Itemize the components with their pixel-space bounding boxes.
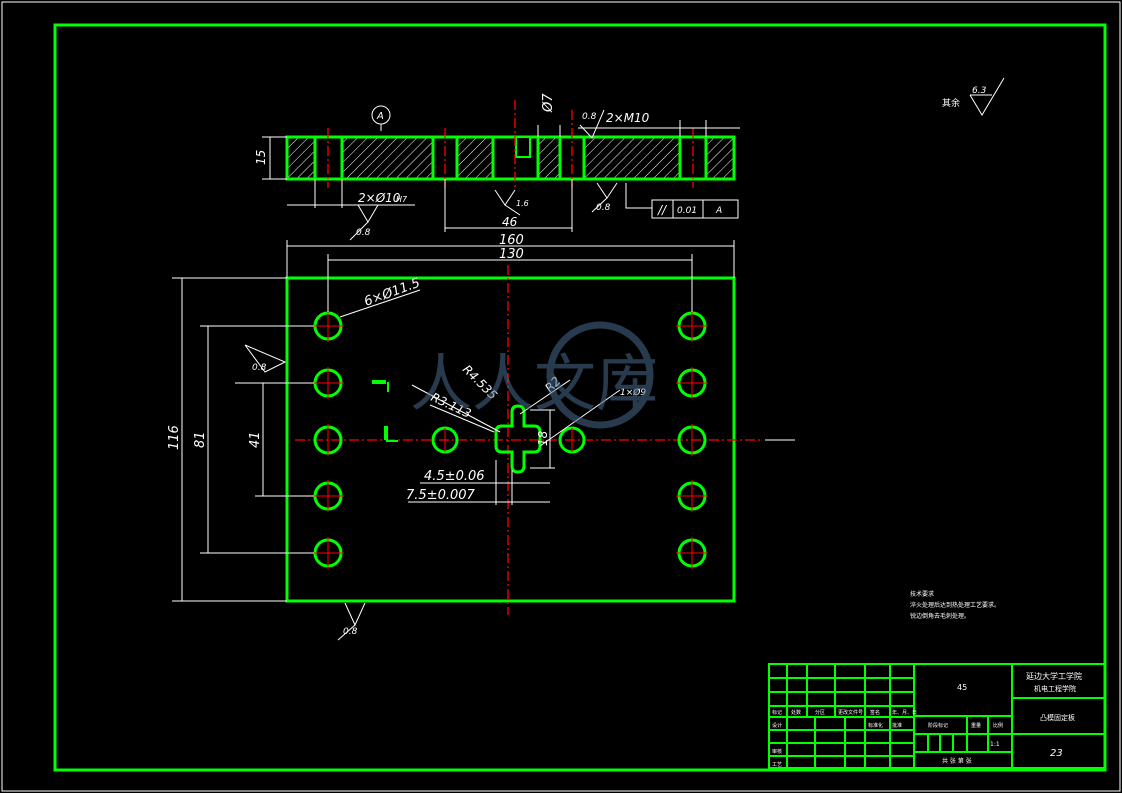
dim-width-46: 46 — [502, 215, 518, 229]
dim-thickness: 15 — [254, 150, 268, 165]
svg-text:6.3: 6.3 — [972, 86, 987, 96]
dim-holes: 6×Ø11.5 — [362, 276, 422, 310]
rough-thread: 0.8 — [582, 112, 597, 122]
tb-dept: 机电工程学院 — [1034, 684, 1076, 693]
tb-drawing-no: 23 — [1050, 748, 1063, 759]
rough-bottom-section: 0.8 — [596, 203, 611, 213]
dim-holes-tol: H7 — [396, 195, 408, 204]
svg-text:更改文件号: 更改文件号 — [838, 709, 863, 716]
sheet-frame — [53, 23, 1107, 772]
rough-holes: 0.8 — [356, 228, 371, 238]
tb-sheet: 共 张 第 张 — [942, 757, 972, 765]
tb-part-name: 凸模固定板 — [1040, 713, 1075, 722]
section-pin-slot — [515, 136, 531, 158]
dim-thread: 2×M10 — [606, 111, 650, 125]
svg-text:签名: 签名 — [870, 709, 880, 716]
svg-text:设计: 设计 — [772, 722, 782, 729]
roughness-note: 其余 6.3 — [942, 77, 1005, 116]
svg-text:工艺: 工艺 — [772, 762, 782, 768]
tol-ref: A — [715, 206, 722, 216]
tol-symbol: // — [657, 203, 668, 217]
svg-text:标准化: 标准化 — [868, 722, 883, 729]
dim-dia-top: Ø7 — [541, 93, 556, 113]
tb-material: 45 — [957, 683, 967, 692]
dim-hole-note: 1×Ø9 — [620, 387, 646, 398]
tol-value: 0.01 — [677, 206, 697, 216]
svg-text:标记: 标记 — [772, 709, 782, 716]
dim-tol-a: 4.5±0.06 — [424, 469, 485, 484]
svg-text:阶段标记: 阶段标记 — [928, 722, 948, 729]
rough-bottom-plan: 0.8 — [343, 627, 358, 637]
tb-school: 延边大学工学院 — [1026, 671, 1082, 681]
rough-side: 0.8 — [252, 363, 267, 373]
dim-overall-width: 160 — [499, 233, 524, 248]
watermark: 人人文库 — [410, 321, 658, 429]
svg-text:年、月、日: 年、月、日 — [892, 709, 917, 716]
svg-text:审核: 审核 — [772, 748, 782, 755]
dim-holes-dia: 2×Ø10 — [358, 191, 401, 205]
dim-tol-b: 7.5±0.007 — [406, 488, 476, 503]
section-view: 15 A Ø7 2×M10 0.8 2×Ø10 H7 0.8 46 1.6 0.… — [254, 93, 740, 241]
plan-view: 160 130 116 81 41 6×Ø11.5 R4.535 R3.113 … — [167, 233, 795, 641]
dim-height: 116 — [167, 425, 182, 450]
svg-text:锐边倒角去毛刺处理。: 锐边倒角去毛刺处理。 — [910, 612, 970, 620]
tech-notes: 技术要求 淬火处理后达到热处理工艺要求。 锐边倒角去毛刺处理。 — [910, 590, 1000, 620]
tb-scale: 1:1 — [990, 741, 1000, 748]
dim-hole-span: 130 — [499, 247, 524, 262]
dim-hole-span-v: 81 — [193, 431, 208, 448]
svg-text:人人文库: 人人文库 — [410, 347, 658, 420]
dim-slot-h: 18 — [536, 430, 550, 446]
svg-text:处数: 处数 — [791, 709, 801, 716]
dim-pitch-v: 41 — [248, 431, 263, 448]
title-block: 45 延边大学工学院 机电工程学院 凸模固定板 23 1:1 共 张 第 张 标… — [768, 663, 1106, 769]
svg-text:淬火处理后达到热处理工艺要求。: 淬火处理后达到热处理工艺要求。 — [910, 601, 1000, 609]
svg-text:分区: 分区 — [815, 709, 825, 716]
svg-text:比例: 比例 — [993, 722, 1003, 729]
svg-text:批准: 批准 — [892, 722, 902, 729]
svg-text:其余: 其余 — [942, 97, 960, 109]
svg-text:重量: 重量 — [971, 722, 981, 729]
datum-label: A — [376, 111, 384, 122]
rough-46: 1.6 — [516, 199, 529, 208]
svg-text:技术要求: 技术要求 — [910, 590, 934, 598]
